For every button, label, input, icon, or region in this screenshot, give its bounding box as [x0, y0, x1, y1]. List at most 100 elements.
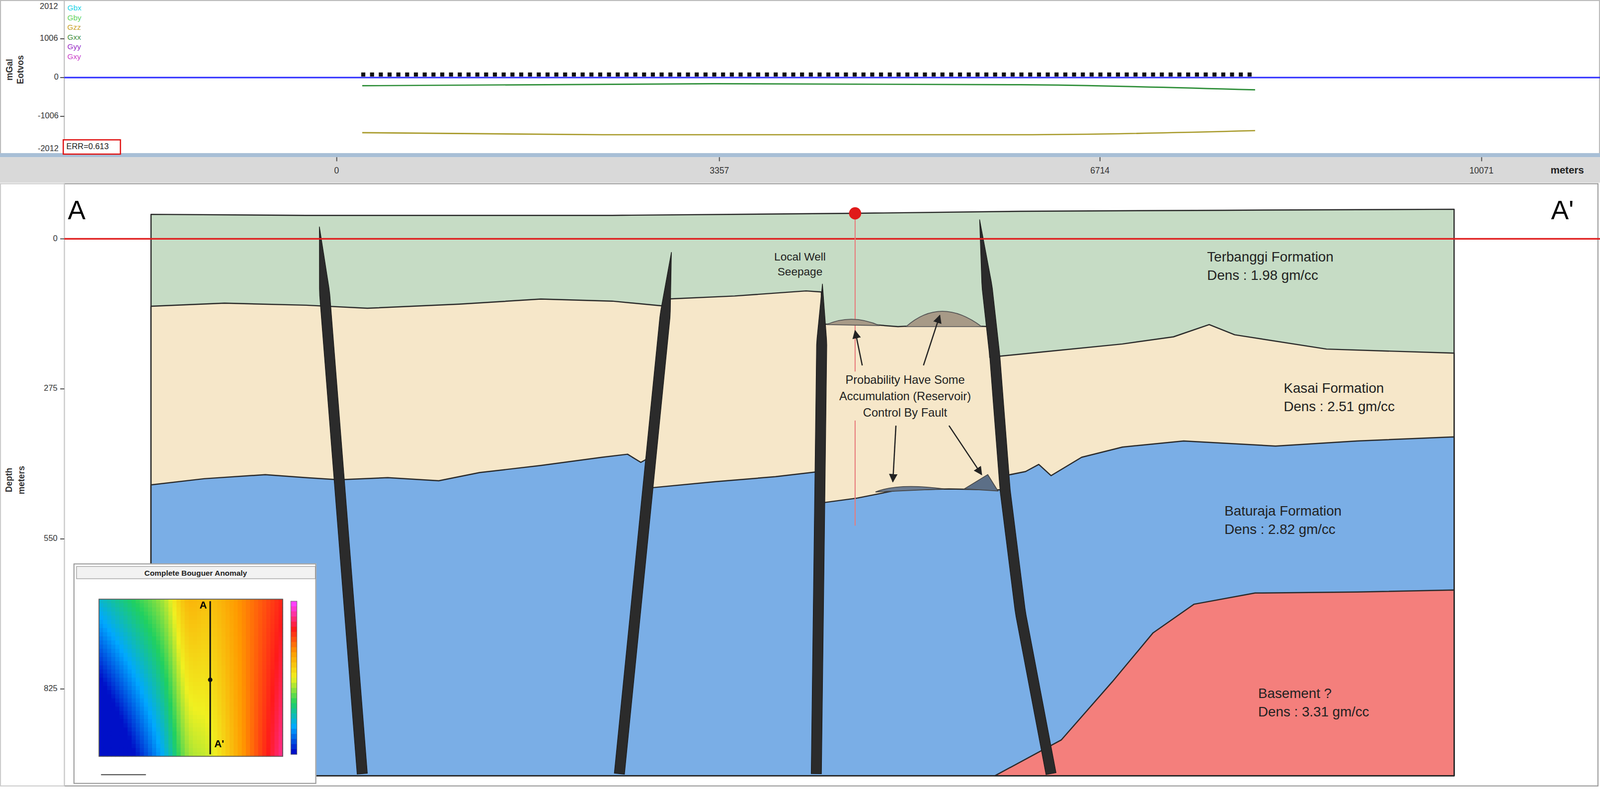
- map-cell: [201, 714, 206, 720]
- map-cell: [201, 673, 206, 678]
- node-text-box: Basement ?: [1258, 685, 1332, 704]
- map-cell: [196, 648, 202, 653]
- map-cell: [98, 627, 104, 633]
- map-cell: [160, 598, 165, 604]
- map-cell: [270, 693, 275, 699]
- observed-point: [501, 72, 506, 77]
- map-cell: [253, 636, 259, 641]
- observed-point: [571, 72, 576, 77]
- map-cell: [192, 722, 198, 728]
- map-cell: [123, 664, 128, 670]
- map-cell: [102, 718, 108, 723]
- map-cell: [111, 739, 116, 744]
- map-cell: [221, 702, 227, 707]
- map-cell: [123, 615, 128, 620]
- observed-point: [554, 72, 559, 77]
- map-cell: [168, 677, 173, 682]
- map-cell: [144, 735, 149, 740]
- map-cell: [180, 739, 185, 744]
- map-cell: [270, 598, 275, 604]
- map-cell: [102, 636, 108, 641]
- map-cell: [144, 730, 149, 736]
- map-cell: [127, 706, 133, 711]
- map-cell: [225, 660, 231, 666]
- map-cell: [139, 739, 145, 744]
- node-text-box: A: [199, 598, 207, 612]
- map-cell: [168, 722, 173, 728]
- map-cell: [107, 644, 112, 649]
- map-cell: [164, 730, 169, 736]
- map-cell: [266, 636, 271, 641]
- map-cell: [196, 660, 202, 666]
- map-cell: [201, 726, 206, 732]
- map-cell: [196, 627, 202, 633]
- map-cell: [201, 652, 206, 657]
- map-cell: [127, 698, 133, 703]
- map-cell: [111, 619, 116, 625]
- map-cell: [241, 615, 247, 620]
- map-cell: [274, 677, 279, 682]
- map-cell: [188, 664, 194, 670]
- map-cell: [217, 648, 222, 653]
- map-cell: [119, 673, 124, 678]
- map-cell: [229, 640, 235, 645]
- map-cell: [176, 739, 181, 744]
- map-cell: [102, 602, 108, 608]
- map-cell: [168, 669, 173, 674]
- map-cell: [196, 689, 202, 695]
- map-cell: [233, 664, 239, 670]
- map-cell: [107, 660, 112, 666]
- map-cell: [127, 673, 133, 678]
- map-cell: [233, 730, 239, 736]
- color-bar-step: [290, 616, 297, 622]
- map-cell: [253, 706, 259, 711]
- map-cell: [180, 689, 185, 695]
- observed-point: [387, 72, 392, 77]
- observed-point: [808, 72, 813, 77]
- map-cell: [225, 735, 231, 740]
- map-cell: [139, 698, 145, 703]
- map-cell: [274, 739, 279, 744]
- map-cell: [180, 664, 185, 670]
- distance-axis: [0, 157, 1600, 183]
- map-cell: [241, 730, 247, 736]
- map-cell: [270, 698, 275, 703]
- map-cell: [123, 648, 128, 653]
- map-cell: [127, 714, 133, 720]
- map-cell: [156, 611, 161, 616]
- map-cell: [148, 743, 153, 748]
- map-cell: [253, 726, 259, 732]
- map-cell: [229, 669, 235, 674]
- map-cell: [253, 710, 259, 716]
- map-cell: [245, 611, 251, 616]
- map-cell: [217, 607, 222, 612]
- map-cell: [249, 685, 255, 691]
- map-cell: [164, 652, 169, 657]
- map-cell: [229, 602, 235, 608]
- map-cell: [168, 598, 173, 604]
- observed-point: [598, 72, 603, 77]
- map-cell: [107, 607, 112, 612]
- map-cell: [139, 726, 145, 732]
- map-cell: [160, 640, 165, 645]
- map-cell: [217, 677, 222, 682]
- observed-point: [720, 72, 725, 77]
- map-cell: [98, 607, 104, 612]
- map-cell: [172, 710, 177, 716]
- observed-point: [449, 72, 454, 77]
- map-cell: [225, 632, 231, 637]
- map-cell: [253, 648, 259, 653]
- map-cell: [131, 726, 137, 732]
- map-cell: [180, 623, 185, 629]
- map-cell: [184, 685, 190, 691]
- map-cell: [107, 656, 112, 662]
- text-label-box: meters: [15, 465, 27, 494]
- map-cell: [241, 739, 247, 744]
- map-cell: [241, 644, 247, 649]
- observed-point: [1168, 72, 1173, 77]
- legend-sample: Gyy: [67, 42, 82, 53]
- node-text-box: Dens : 2.82 gm/cc: [1224, 521, 1336, 539]
- map-cell: [253, 685, 259, 691]
- color-bar-step: [290, 697, 297, 704]
- map-cell: [102, 652, 108, 657]
